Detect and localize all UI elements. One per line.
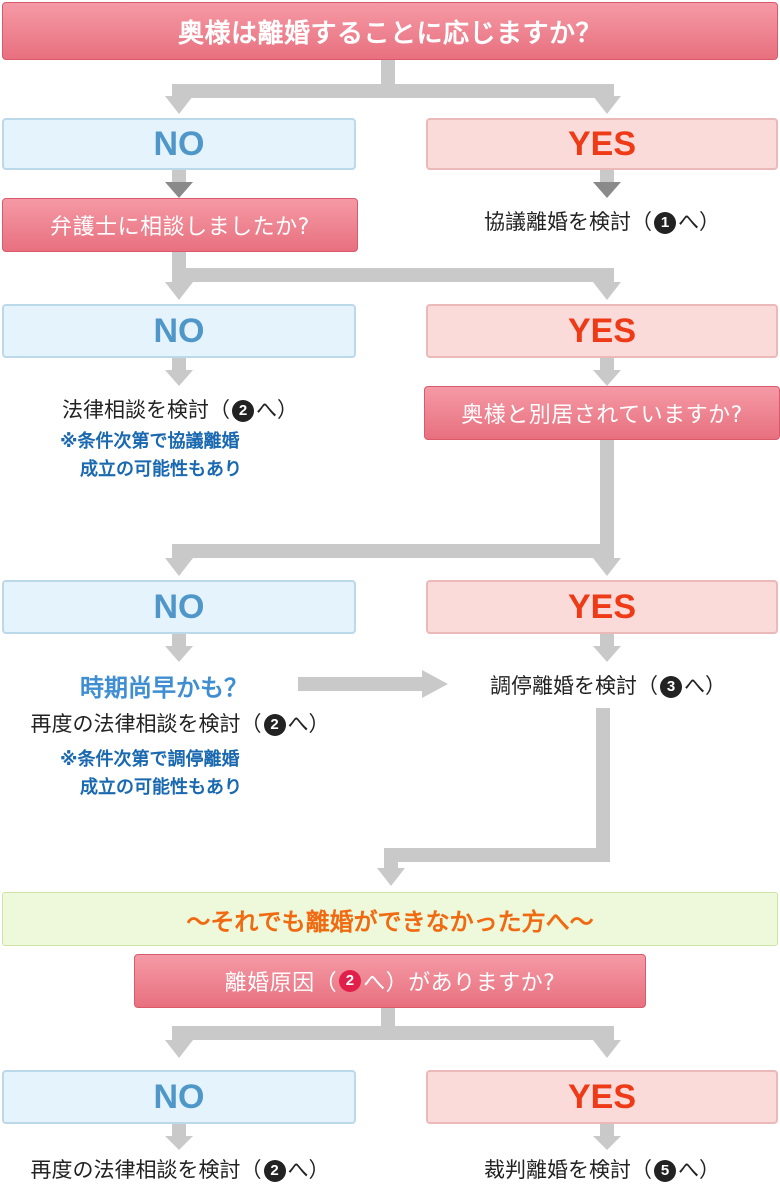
cause-question-post: へ）がありますか? (363, 971, 556, 996)
yes-label-2: YES (567, 311, 637, 350)
yes-label-4: YES (567, 1077, 637, 1116)
circle-number-icon: 1 (654, 212, 676, 234)
note-chotei-line1: ※条件次第で調停離婚 (60, 749, 240, 770)
section-band: ～それでも離婚ができなかった方へ～ (2, 892, 778, 946)
circle-number-icon: 2 (263, 714, 286, 736)
lawyer-question-text: 弁護士に相談しましたか? (50, 215, 310, 240)
circle-number-icon: 2 (263, 1160, 286, 1182)
result-legal-again-post: へ） (287, 712, 330, 736)
result-legal-post: へ） (256, 398, 298, 422)
note-chotei: ※条件次第で調停離婚 成立の可能性もあり (60, 746, 242, 802)
note-kyogi-line2: 成立の可能性もあり (80, 459, 242, 480)
circle-number-icon: 2 (339, 970, 362, 992)
result-legal-again2-pre: 再度の法律相談を検討（ (30, 1158, 262, 1182)
main-question-text: 奥様は離婚することに応じますか？ (177, 18, 602, 49)
lawyer-question-box: 弁護士に相談しましたか? (2, 198, 358, 252)
note-kyogi: ※条件次第で協議離婚 成立の可能性もあり (60, 428, 242, 484)
no-label-2: NO (153, 311, 205, 350)
no-label-3: NO (153, 587, 205, 626)
result-legal-pre: 法律相談を検討（ (62, 398, 230, 422)
result-saiban-post: へ） (678, 1158, 720, 1182)
result-saiban-pre: 裁判離婚を検討（ (484, 1158, 652, 1182)
no-label-4: NO (153, 1077, 205, 1116)
separated-question-box: 奥様と別居されていますか? (424, 386, 780, 440)
result-kyogi-pre: 協議離婚を検討（ (484, 210, 652, 234)
result-legal-again2-post: へ） (287, 1158, 330, 1182)
no-box-2: NO (2, 304, 356, 358)
circle-number-icon: 3 (660, 676, 682, 698)
circle-number-icon: 5 (654, 1160, 676, 1182)
section-band-text: ～それでも離婚ができなかった方へ～ (186, 907, 594, 936)
yes-box-1: YES (426, 118, 778, 170)
separated-question-text: 奥様と別居されていますか? (461, 403, 743, 428)
no-label-1: NO (153, 124, 205, 163)
cause-question-pre: 離婚原因（ (224, 971, 338, 996)
no-box-3: NO (2, 580, 356, 634)
main-question-box: 奥様は離婚することに応じますか？ (2, 2, 778, 60)
no-box-1: NO (2, 118, 356, 170)
note-chotei-line2: 成立の可能性もあり (80, 777, 242, 798)
yes-box-2: YES (426, 304, 778, 358)
yes-box-4: YES (426, 1070, 778, 1124)
note-kyogi-line1: ※条件次第で協議離婚 (60, 431, 240, 452)
yes-box-3: YES (426, 580, 778, 634)
result-chotei-post: へ） (684, 674, 726, 698)
circle-number-icon: 2 (232, 400, 254, 422)
result-kyogi-post: へ） (678, 210, 720, 234)
yes-label-1: YES (567, 124, 637, 163)
no-box-4: NO (2, 1070, 356, 1124)
result-chotei-pre: 調停離婚を検討（ (490, 674, 658, 698)
early-warning: 時期尚早かも？ (80, 674, 248, 702)
yes-label-3: YES (567, 587, 637, 626)
result-legal-again-pre: 再度の法律相談を検討（ (30, 712, 262, 736)
